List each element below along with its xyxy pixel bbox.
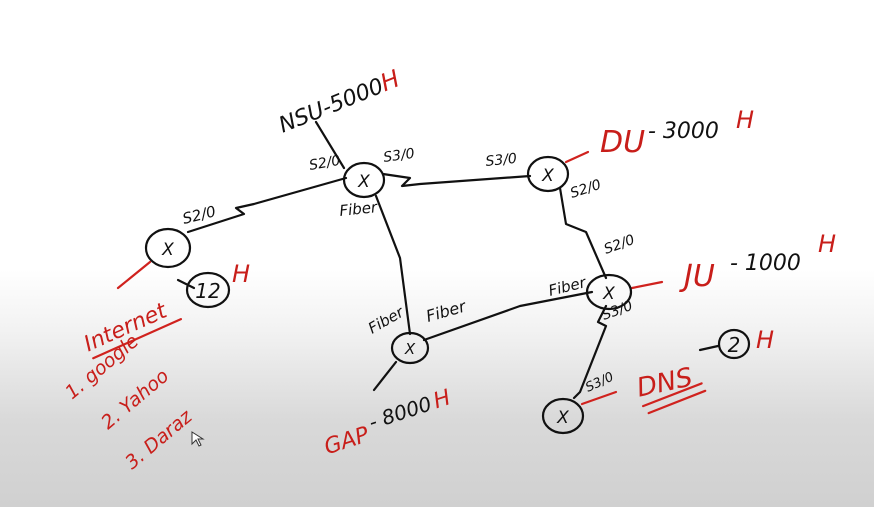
- internet-underline: [92, 318, 183, 360]
- ju-stub: [630, 280, 664, 290]
- fiber-link-gap-ju: [422, 290, 594, 342]
- internet-host-circle: [185, 271, 231, 309]
- iface-s3-0-du: S3/0: [485, 151, 518, 170]
- serial-link-nsu-du: [381, 172, 532, 188]
- internet-h-label: H: [232, 260, 250, 288]
- router-mark: X: [541, 166, 554, 186]
- cursor-icon: [191, 431, 205, 447]
- router-ju: X: [585, 273, 633, 311]
- router-mark: X: [404, 340, 416, 358]
- iface-s3-0-nsu: S3/0: [382, 146, 415, 166]
- internet-stub: [116, 260, 152, 290]
- du-label: DU: [600, 125, 645, 160]
- gap-h-label: H: [430, 385, 453, 414]
- du-h-label: H: [736, 106, 754, 134]
- dns-underline: [641, 382, 703, 408]
- router-left: X: [144, 227, 192, 269]
- router-gap: X: [390, 331, 430, 365]
- router-dns: X: [541, 397, 585, 435]
- left-router-host-link: [176, 278, 196, 290]
- serial-link-ju-dns: [572, 304, 608, 400]
- du-cost: - 3000: [648, 119, 719, 144]
- fiber-link-nsu-gap: [374, 194, 412, 336]
- nsu-label-group: NSU-5000 H: [275, 65, 403, 139]
- nsu-label: NSU-5000: [275, 74, 387, 139]
- dns-h-label: H: [756, 326, 774, 354]
- serial-link-du-ju: [558, 186, 608, 280]
- iface-s2-0-nsu: S2/0: [308, 153, 342, 174]
- dns-stub: [580, 390, 618, 406]
- fiber-label-gap-up: Fiber: [365, 303, 407, 338]
- gap-downlink: [372, 360, 398, 392]
- gap-label: GAP: [321, 422, 373, 460]
- du-stub: [564, 150, 590, 164]
- ju-cost: - 1000: [730, 251, 801, 276]
- router-mark: X: [602, 284, 615, 304]
- dns-host-link: [698, 344, 720, 352]
- gap-cost: - 8000: [366, 392, 435, 435]
- router-mark: X: [357, 172, 370, 192]
- dns-host-circle: [717, 328, 751, 360]
- fiber-label-nsu: Fiber: [339, 198, 379, 220]
- nsu-uplink: [314, 120, 346, 170]
- router-du: X: [526, 155, 570, 193]
- internet-host-count: 12: [195, 279, 220, 303]
- router-mark: X: [556, 408, 569, 428]
- fiber-label-gap-right: Fiber: [424, 296, 469, 326]
- dns-underline-2: [647, 389, 707, 415]
- ju-h-label: H: [818, 230, 836, 258]
- gap-label-group: GAP - 8000 H: [321, 385, 454, 460]
- iface-s2-0-ju: S2/0: [602, 232, 637, 258]
- ju-label: JU: [679, 259, 715, 294]
- dns-host-count: 2: [728, 333, 741, 357]
- router-mark: X: [161, 240, 174, 260]
- dns-label-group: DNS: [634, 363, 707, 415]
- router-nsu: X: [342, 161, 386, 199]
- iface-s2-0-du: S2/0: [568, 177, 603, 202]
- serial-link-left-nsu: [186, 176, 348, 234]
